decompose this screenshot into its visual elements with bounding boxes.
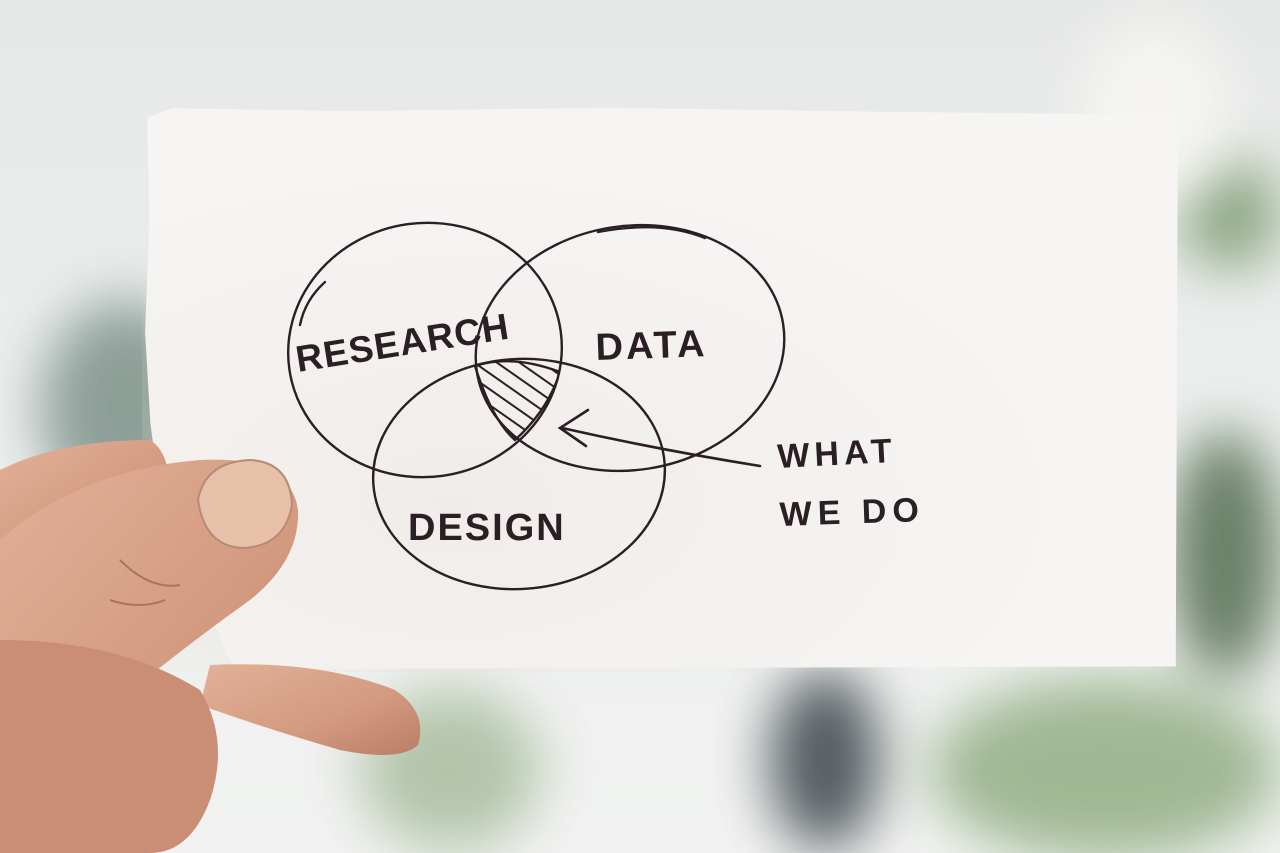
label-we-do: WE DO: [779, 491, 925, 534]
label-design: DESIGN: [408, 507, 566, 549]
blurred-dark-object: [770, 670, 880, 850]
blurred-foliage-bottom-right: [930, 680, 1280, 853]
label-data: DATA: [595, 323, 708, 369]
hatched-intersection: [473, 360, 562, 442]
venn-circle-research: [286, 221, 564, 479]
paper-note: [145, 107, 1178, 670]
arrow: [557, 408, 762, 468]
venn-circle-design: [371, 357, 667, 591]
blurred-plant-right: [1170, 430, 1280, 680]
label-what: WHAT: [776, 432, 897, 476]
